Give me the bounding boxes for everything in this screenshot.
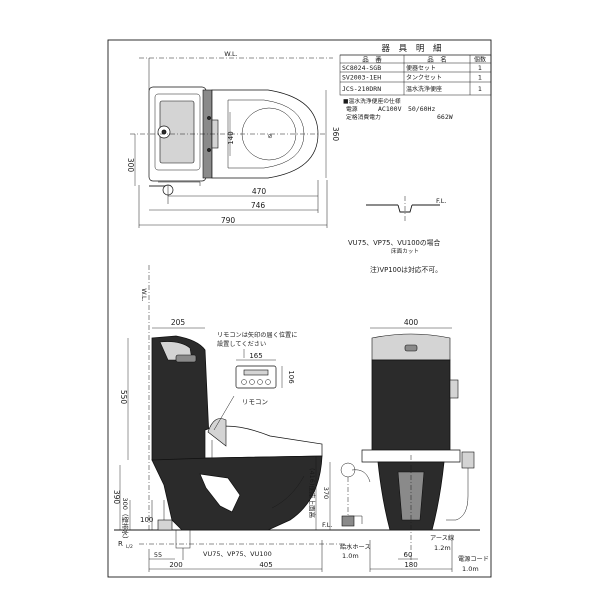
side-dim-300k: 300（壁排水）: [121, 498, 130, 543]
parts-row-code: SC8024-SGB: [342, 64, 381, 72]
spec-rated-value: 662W: [437, 113, 453, 121]
side-fl-label: F.L.: [322, 521, 332, 529]
seat-spec: ■温水洗浄便座の仕様 電源 AC100V 50/60Hz 定格消費電力 662W: [343, 97, 453, 121]
side-dim-550: 550: [119, 390, 128, 405]
front-hose-label: 給水ホース: [340, 543, 371, 551]
remote-note-2: 設置してください: [217, 340, 266, 348]
floor-cut-note: 注)VP100は対応不可。: [370, 265, 442, 274]
parts-header-name: 品 名: [427, 55, 447, 64]
remote-dim-165: 165: [249, 352, 262, 360]
side-dim-205: 205: [171, 318, 186, 327]
side-dim-405: 405: [259, 561, 272, 569]
front-dim-400: 400: [404, 318, 419, 327]
parts-row-code: SV2003-1EH: [342, 74, 381, 82]
remote-note-1: リモコンは矢印の届く位置に: [217, 331, 297, 339]
front-hose-len: 1.0m: [342, 552, 359, 560]
parts-row-name: 便器セット: [406, 64, 436, 72]
remote-label: リモコン: [242, 398, 268, 406]
plan-dim-790: 790: [221, 216, 236, 225]
side-pipe-label: VU75、VP75、VU100: [203, 550, 272, 558]
side-dim-200: 200: [169, 561, 182, 569]
drawing-frame: [107, 39, 492, 578]
parts-row-qty: 1: [478, 64, 482, 72]
side-dim-55: 55: [154, 551, 162, 559]
parts-row-code: JCS-210DRN: [342, 85, 381, 93]
spec-power-value: AC100V 50/60Hz: [378, 105, 435, 113]
spec-power-label: 電源: [346, 105, 358, 113]
spec-title: ■温水洗浄便座の仕様: [343, 97, 401, 105]
plan-dim-470: 470: [252, 187, 267, 196]
parts-row-name: 温水洗浄便座: [406, 85, 442, 93]
parts-table: 器 具 明 細 品 番 品 名 個数 SC8024-SGB 便器セット 1 SV…: [339, 43, 492, 96]
side-dim-370: 370: [322, 487, 330, 499]
front-view: 400 60 180 給水ホース 1.0m アース線 1.2m: [340, 318, 489, 573]
floor-cut-fl: F.L.: [436, 197, 446, 205]
plan-wl-label: W.L.: [224, 50, 237, 58]
parts-row-qty: 1: [478, 74, 482, 82]
parts-row-qty: 1: [478, 85, 482, 93]
front-dim-180: 180: [404, 561, 417, 569]
floor-cut-detail: F.L. VU75、VP75、VU100の場合 床面カット 注)VP100は対応…: [348, 196, 446, 274]
parts-table-title: 器 具 明 細: [381, 43, 444, 54]
bowl-mark: ⊘: [267, 133, 272, 140]
front-cord-len: 1.0m: [462, 565, 479, 573]
side-rl-sub: L/2: [126, 544, 133, 550]
floor-cut-sub: 床面カット: [391, 247, 419, 255]
plan-dim-360: 360: [331, 127, 340, 142]
side-rl-label: R: [118, 540, 123, 548]
side-dim-390: 390: [112, 490, 121, 505]
front-earth-len: 1.2m: [434, 544, 451, 552]
floor-cut-caption: VU75、VP75、VU100の場合: [348, 238, 440, 247]
front-cord-label: 電源コード: [458, 555, 489, 563]
remote-control: [235, 365, 277, 389]
plan-dim-140: 140: [227, 131, 235, 144]
parts-header-code: 品 番: [362, 56, 382, 64]
spec-rated-label: 定格消費電力: [346, 113, 381, 121]
side-wl-label: W.L.: [140, 288, 148, 301]
plan-dim-746: 746: [251, 201, 266, 210]
plan-dim-300: 300: [126, 158, 135, 173]
tank-side: [151, 335, 211, 461]
plan-view: W.L. ⊘ 140 360 300 470: [126, 50, 340, 228]
side-dim-100: 100: [140, 516, 153, 524]
side-dim-416: (416)便座上面高: [308, 468, 317, 518]
parts-header-qty: 個数: [474, 56, 486, 64]
side-view: W.L. 205 F.L. リモコンは矢印の届く位置に 設置してください 165: [112, 265, 345, 572]
remote-dim-106: 106: [287, 370, 295, 384]
front-dim-60: 60: [404, 551, 413, 559]
tank-front: [371, 359, 451, 461]
front-earth-label: アース線: [430, 534, 454, 542]
parts-row-name: タンクセット: [406, 74, 442, 82]
